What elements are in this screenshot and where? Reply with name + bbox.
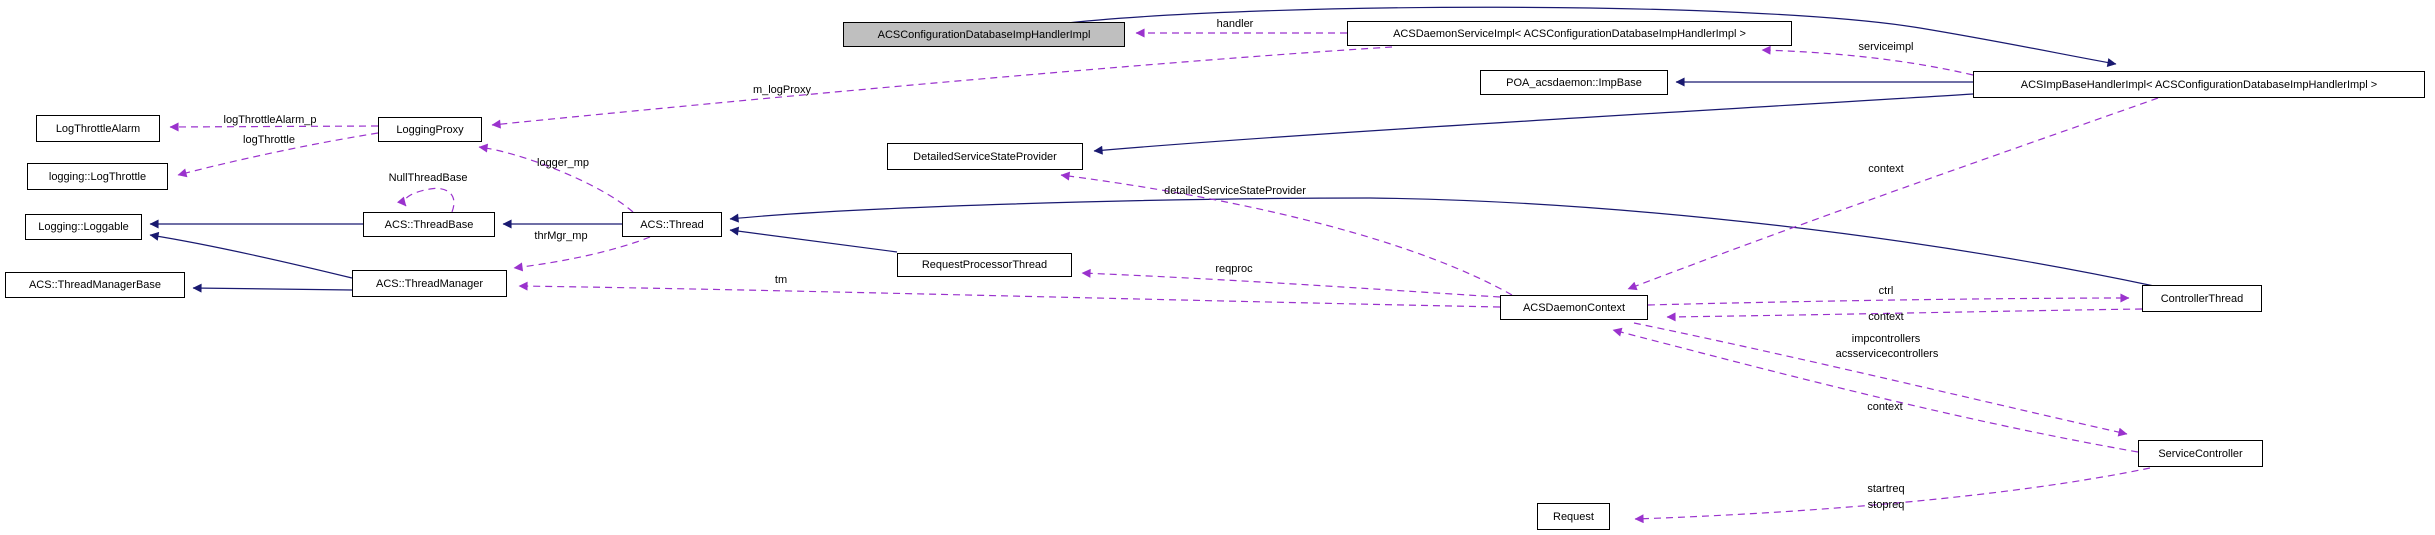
edge-label-logthrottle: logThrottle	[243, 134, 295, 146]
edge-usage-logthrottlealarm-p	[169, 122, 379, 132]
edge-label-tm: tm	[774, 274, 788, 286]
edge-label-logthrottlealarm-p: logThrottleAlarm_p	[223, 114, 317, 126]
edge-label-reqproc: reqproc	[1215, 263, 1253, 275]
node-acsimpbasehandlerimpl[interactable]: ACSImpBaseHandlerImpl< ACSConfigurationD…	[1973, 71, 2425, 98]
edge-usage-m-logproxy	[491, 46, 1393, 129]
edge-usage-logthrottle	[177, 132, 379, 178]
node-acs-threadbase[interactable]: ACS::ThreadBase	[363, 212, 495, 237]
edge-label-ctrl: ctrl	[1878, 285, 1894, 297]
edge-label-startreq: startreq	[1867, 483, 1905, 495]
node-servicecontroller[interactable]: ServiceController	[2138, 440, 2263, 467]
node-request[interactable]: Request	[1537, 503, 1610, 530]
edge-inherit-acsimpbase-to-detailedssp	[1093, 93, 1974, 155]
node-acs-thread[interactable]: ACS::Thread	[622, 212, 722, 237]
edge-label-context-mid: context	[1868, 311, 1904, 323]
node-controllerthread[interactable]: ControllerThread	[2142, 285, 2262, 312]
edge-label-logger-mp: logger_mp	[537, 157, 589, 169]
edge-usage-nullthreadbase-selfloop	[397, 187, 455, 213]
edge-usage-serviceimpl	[1761, 45, 1974, 76]
edge-usage-reqproc	[1081, 268, 1501, 298]
edge-label-detailedservicestateprovider: detailedServiceStateProvider	[1164, 185, 1306, 197]
edge-label-impcontrollers: impcontrollers	[1851, 333, 1921, 345]
node-loggingproxy[interactable]: LoggingProxy	[378, 117, 482, 142]
edge-usage-startreq-stopreq	[1634, 467, 2151, 524]
edge-usage-ctrl	[1647, 293, 2130, 306]
edge-label-context-low: context	[1867, 401, 1903, 413]
edge-inherit-controllerthread-to-thread	[729, 197, 2155, 287]
node-poa-acsdaemon-impbase[interactable]: POA_acsdaemon::ImpBase	[1480, 70, 1668, 95]
edge-usage-impcontrollers-acsservicecontrollers	[1633, 322, 2128, 437]
edge-inherit-threadmanager-to-loggable	[149, 231, 353, 279]
edge-usage-context-from-servicecontroller	[1612, 327, 2139, 453]
edge-label-context-top: context	[1868, 163, 1904, 175]
edge-label-m-logproxy: m_logProxy	[752, 84, 812, 96]
edge-label-nullthreadbase: NullThreadBase	[388, 172, 468, 184]
edge-label-thrmgr-mp: thrMgr_mp	[534, 230, 588, 242]
node-logging-loggable[interactable]: Logging::Loggable	[25, 214, 142, 240]
edge-usage-tm	[518, 281, 1501, 308]
node-requestprocessorthread[interactable]: RequestProcessorThread	[897, 253, 1072, 277]
edge-label-acsservicecontrollers: acsservicecontrollers	[1835, 348, 1939, 360]
edge-label-stopreq: stopreq	[1867, 499, 1905, 511]
edge-usage-context-from-acsimpbase	[1627, 97, 2159, 291]
edge-usage-thrmgr-mp	[513, 236, 651, 272]
node-acsdaemonserviceimpl[interactable]: ACSDaemonServiceImpl< ACSConfigurationDa…	[1347, 21, 1792, 46]
node-acs-threadmanagerbase[interactable]: ACS::ThreadManagerBase	[5, 272, 185, 298]
node-acsdaemoncontext[interactable]: ACSDaemonContext	[1500, 295, 1648, 320]
node-logging-logthrottle[interactable]: logging::LogThrottle	[27, 163, 168, 190]
edge-inherit-requestprocessor-to-thread	[729, 226, 898, 253]
edge-label-serviceimpl: serviceimpl	[1858, 41, 1914, 53]
edge-usage-context-from-controllerthread	[1666, 308, 2143, 322]
node-logthrottlealarm[interactable]: LogThrottleAlarm	[36, 115, 160, 142]
edge-inherit-threadmanager-to-threadmanagerbase	[192, 283, 353, 293]
edge-usage-detailedservicestateprovider	[1060, 171, 1513, 296]
edge-inherit-impl-to-acsimpbase	[1057, 6, 2117, 67]
node-acsconfigurationdatabaseimphandlerimpl: ACSConfigurationDatabaseImpHandlerImpl	[843, 22, 1125, 47]
node-detailedservicestateprovider[interactable]: DetailedServiceStateProvider	[887, 143, 1083, 170]
edge-label-handler: handler	[1216, 18, 1254, 30]
node-acs-threadmanager[interactable]: ACS::ThreadManager	[352, 270, 507, 297]
edge-usage-logger-mp	[478, 143, 634, 213]
